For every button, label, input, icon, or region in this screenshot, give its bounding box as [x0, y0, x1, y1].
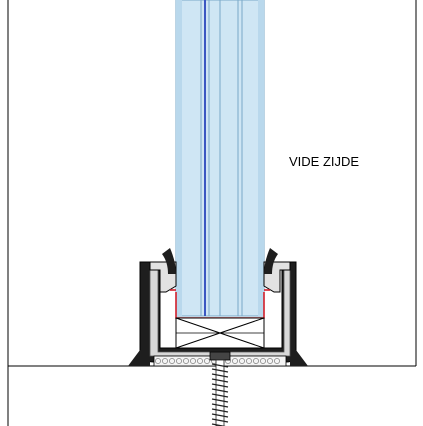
setting-block	[175, 317, 265, 349]
clamp-left	[149, 248, 177, 293]
clamp-right	[263, 248, 291, 293]
side-label: VIDE ZIJDE	[289, 154, 359, 169]
glass-panel	[175, 0, 265, 317]
